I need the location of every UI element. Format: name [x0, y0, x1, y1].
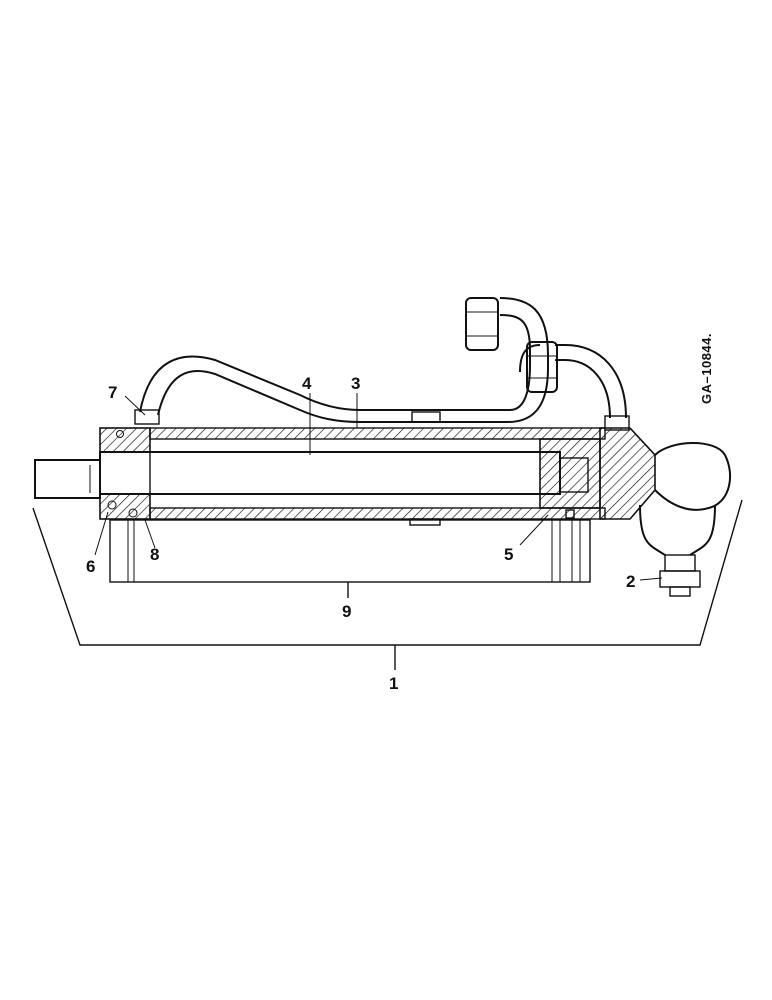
mounting-block [109, 519, 591, 598]
cylinder-barrel [149, 427, 606, 526]
callout-6: 6 [86, 557, 95, 576]
hydraulic-tubes [134, 297, 630, 431]
piston [539, 438, 601, 519]
callout-3: 3 [351, 374, 360, 393]
drawing-reference: GA–10844. [699, 333, 714, 404]
callout-8: 8 [150, 545, 159, 564]
callout-1: 1 [389, 674, 398, 693]
callout-9: 9 [342, 602, 351, 621]
callout-4: 4 [302, 374, 312, 393]
assembly-bracket [32, 499, 743, 670]
callout-7: 7 [108, 383, 117, 402]
callout-5: 5 [504, 545, 513, 564]
callout-2: 2 [626, 572, 635, 591]
piston-rod [34, 451, 561, 499]
leader-lines [94, 393, 663, 581]
cap-end [599, 427, 732, 597]
gland-end [99, 427, 151, 520]
